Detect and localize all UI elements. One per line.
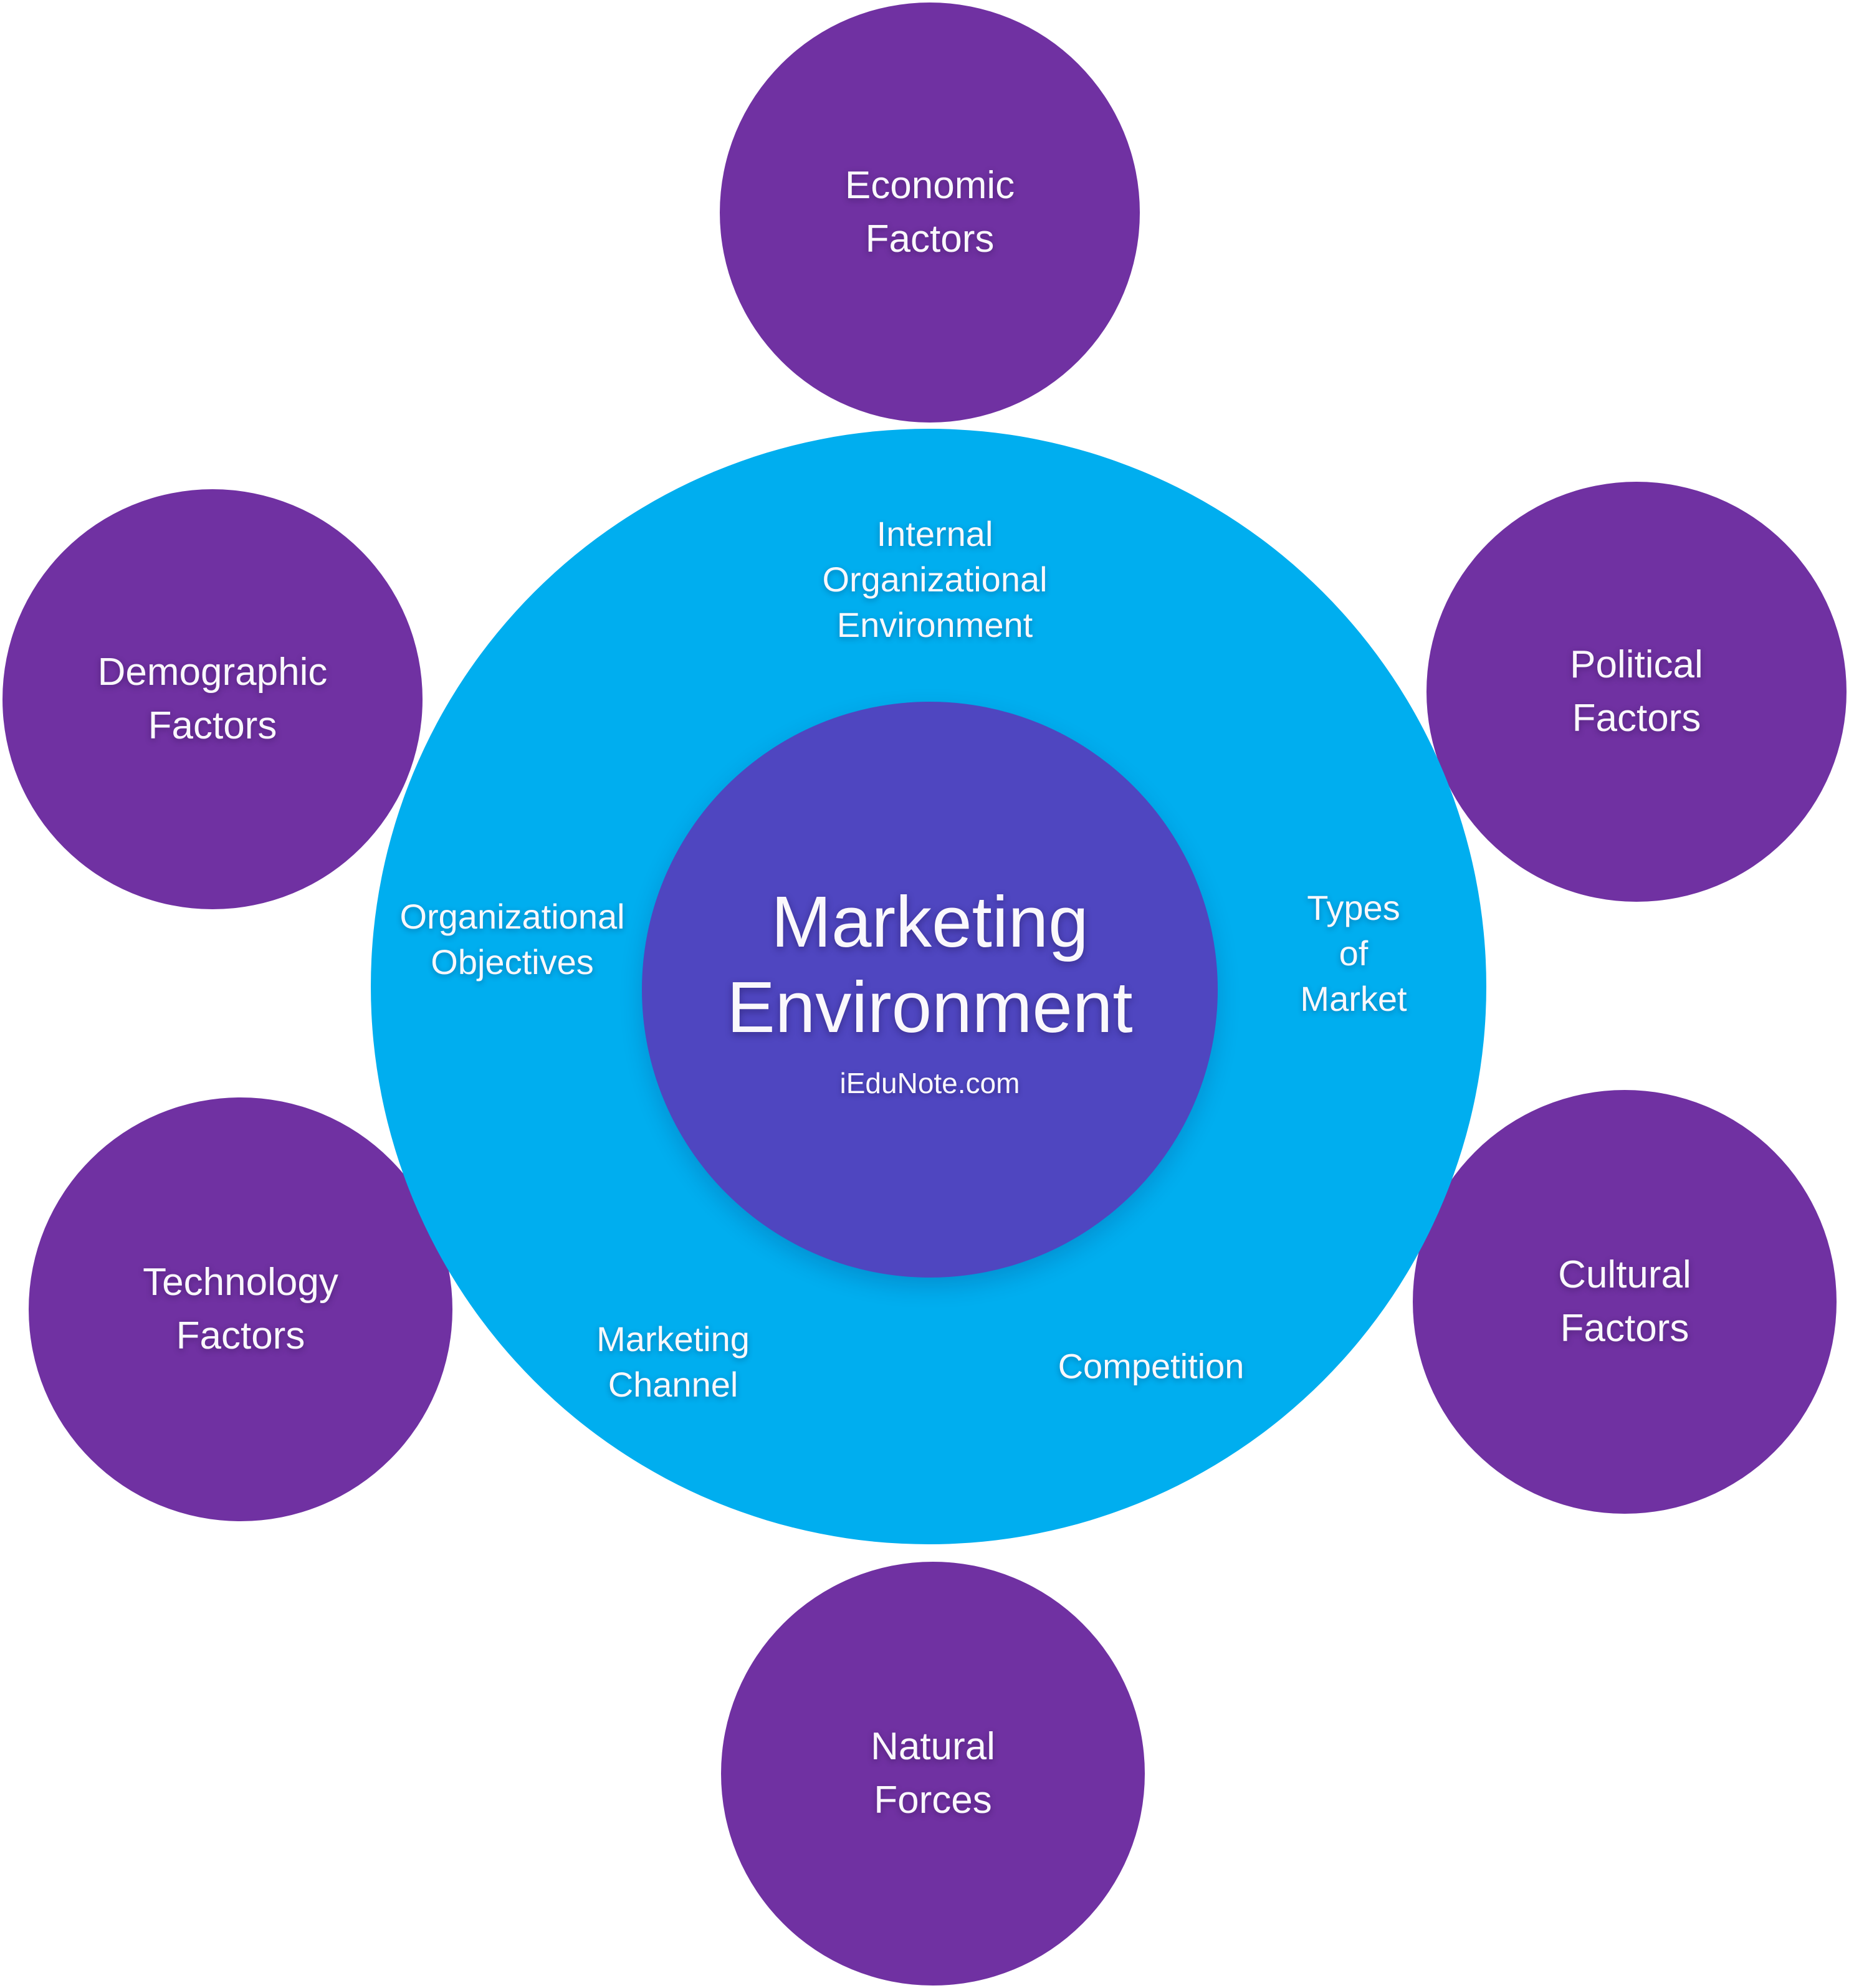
ring-label-types-of-market: Types of Market [1300, 887, 1407, 1018]
satellite-political-label: Political Factors [1570, 643, 1703, 740]
satellite-cultural-label: Cultural Factors [1558, 1253, 1691, 1350]
satellite-economic-label: Economic Factors [844, 164, 1015, 260]
ring-label-competition: Competition [1058, 1346, 1245, 1386]
satellite-technology-label: Technology Factors [143, 1261, 338, 1357]
ring-label-organizational-objectives: Organizational Objectives [399, 897, 625, 982]
satellite-political-factors: Political Factors [1426, 482, 1847, 902]
satellite-demographic-label: Demographic Factors [97, 651, 328, 747]
satellite-demographic-factors: Demographic Factors [2, 489, 423, 909]
ring-label-internal-organizational-environment: Internal Organizational Environment [822, 514, 1048, 644]
satellite-technology-factors: Technology Factors [29, 1097, 452, 1521]
core-source-watermark: iEduNote.com [839, 1066, 1020, 1099]
core-title: Marketing Environment [727, 881, 1133, 1048]
satellite-natural-forces: Natural Forces [721, 1562, 1145, 1986]
satellite-cultural-factors: Cultural Factors [1413, 1090, 1837, 1514]
ring-label-marketing-channel: Marketing Channel [596, 1319, 750, 1404]
satellite-natural-label: Natural Forces [871, 1725, 995, 1822]
satellite-economic-factors: Economic Factors [720, 2, 1140, 423]
marketing-environment-core-circle: Marketing Environment iEduNote.com [642, 702, 1218, 1278]
